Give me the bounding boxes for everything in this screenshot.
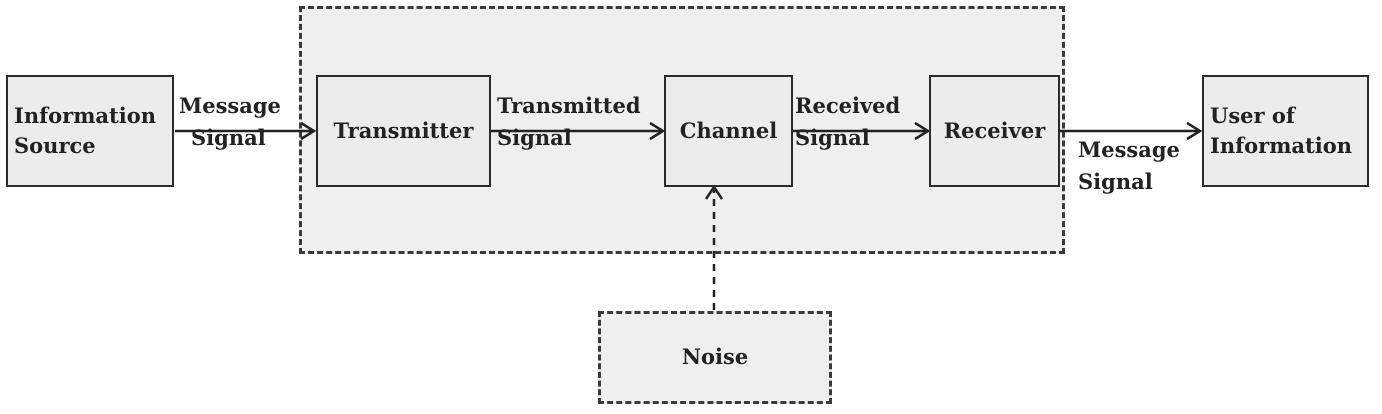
information-source-box: Information Source <box>6 75 174 187</box>
noise-label: Noise <box>681 344 749 370</box>
message-signal-input-label: Message Signal <box>179 90 281 153</box>
arrowhead-user <box>1186 121 1203 141</box>
message-signal-input-line2: Signal <box>191 124 266 150</box>
arrowhead-receiver <box>914 121 931 141</box>
channel-label: Channel <box>679 117 778 143</box>
receiver-label: Receiver <box>943 117 1046 143</box>
transmitted-signal-label: Transmitted Signal <box>497 90 641 153</box>
arrowhead-channel <box>649 121 666 141</box>
transmitter-label: Transmitter <box>333 117 474 143</box>
message-signal-output-line2: Signal <box>1078 168 1153 194</box>
received-signal-line1: Received <box>795 93 901 118</box>
receiver-box: Receiver <box>929 75 1060 187</box>
information-source-label-line1: Information <box>14 103 156 128</box>
user-of-information-label-line1: User of <box>1210 103 1295 128</box>
arrowhead-noise <box>704 184 724 200</box>
transmitted-signal-line2: Signal <box>497 124 572 150</box>
transmitter-box: Transmitter <box>316 75 491 187</box>
information-source-label-line2: Source <box>14 133 96 159</box>
noise-box: Noise <box>598 311 832 404</box>
message-signal-output-label: Message Signal <box>1078 134 1180 197</box>
channel-box: Channel <box>664 75 793 187</box>
arrowhead-transmitter <box>300 121 317 141</box>
user-of-information-label-line2: Information <box>1210 133 1352 159</box>
message-signal-input-line1: Message <box>179 93 281 118</box>
user-of-information-box: User of Information <box>1202 75 1369 187</box>
received-signal-line2: Signal <box>795 124 870 150</box>
message-signal-output-line1: Message <box>1078 137 1180 162</box>
received-signal-label: Received Signal <box>795 90 900 153</box>
transmitted-signal-line1: Transmitted <box>497 93 641 118</box>
